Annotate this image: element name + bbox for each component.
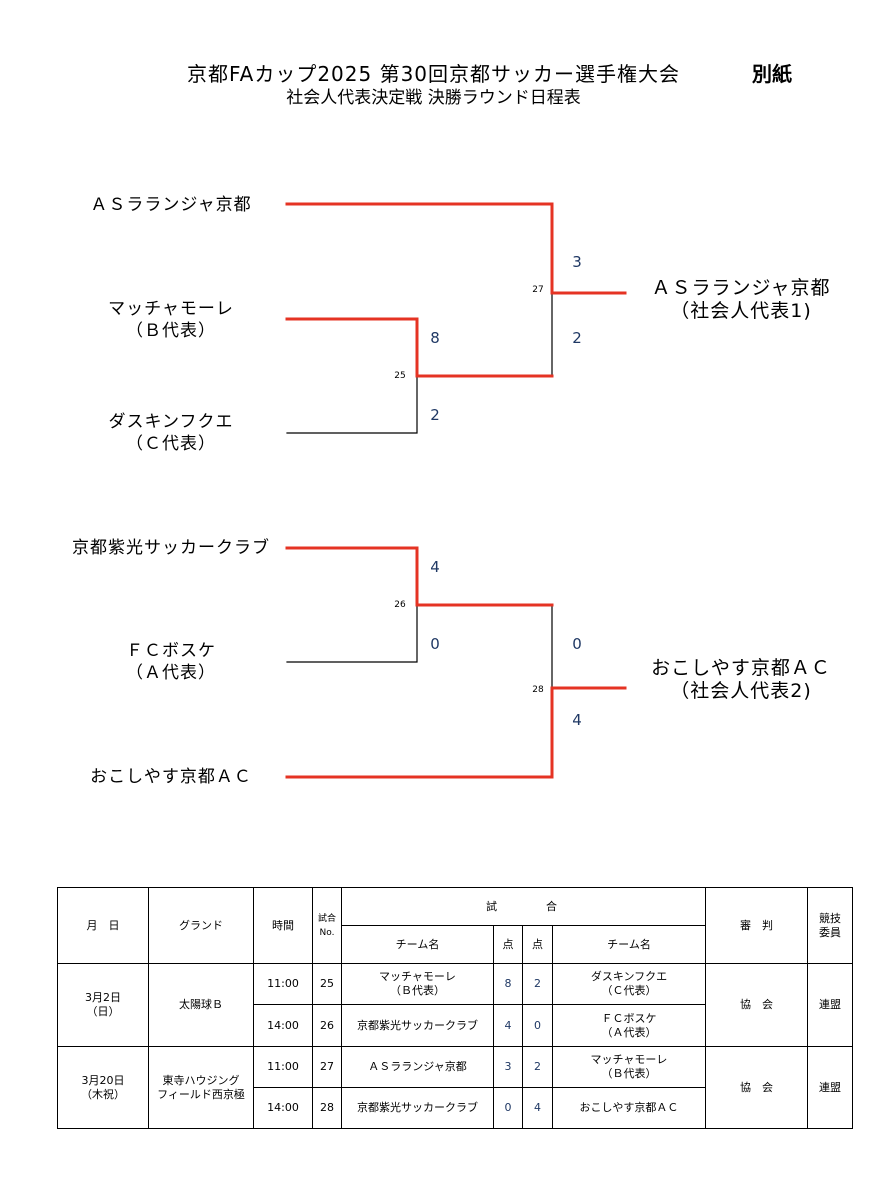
cell-referee: 協 会 [705,963,808,1047]
cell-time: 11:00 [253,1046,313,1088]
table-header-row: 月 日 グランド 時間 試合 No. 試 合 審 判 競技 委員 [57,887,853,964]
cell-time: 14:00 [253,1087,313,1129]
cell-committee: 連盟 [807,1046,853,1129]
cell-match-no: 27 [312,1046,342,1088]
header-time: 時間 [253,887,313,964]
header-committee: 競技 委員 [807,887,853,964]
bracket-team-2: マッチャモーレ （Ｂ代表） [41,298,301,342]
cell-match-no: 26 [312,1004,342,1047]
cell-match-no: 28 [312,1087,342,1129]
cell-away-team: おこしやす京都ＡＣ [552,1087,706,1129]
cell-away-team: マッチャモーレ （Ｂ代表） [552,1046,706,1088]
team-name: マッチャモーレ [108,299,234,319]
bracket-team-3: ダスキンフクエ （Ｃ代表） [41,411,301,455]
document-subtitle: 社会人代表決定戦 決勝ラウンド日程表 [286,88,581,108]
line-team-fc-bosuke [286,604,418,663]
bracket-team-5: ＦＣボスケ （Ａ代表） [41,640,301,684]
bracket-winner-1: ＡＳラランジャ京都 （社会人代表1) [631,277,851,323]
cell-ground: 東寺ハウジング フィールド西京極 [148,1046,254,1129]
bracket-winner-2: おこしやす京都ＡＣ （社会人代表2) [631,657,851,703]
team-name: ＡＳラランジャ京都 [90,195,252,215]
cell-time: 11:00 [253,963,313,1005]
table-row: 14:00 28 京都紫光サッカークラブ 0 4 おこしやす京都ＡＣ [58,1087,853,1129]
bracket-team-1: ＡＳラランジャ京都 [41,194,301,216]
cell-date: 3月20日 （木祝） [57,1046,149,1129]
cell-away-score: 2 [522,1046,553,1088]
header-match-no: 試合 No. [312,887,342,964]
cell-away-score: 4 [522,1087,553,1129]
winner-note: （社会人代表1) [670,300,812,322]
cell-home-score: 0 [493,1087,523,1129]
score-m25-bottom: 2 [430,406,440,424]
match-number-28: 28 [532,685,544,695]
cell-match-no: 25 [312,963,342,1005]
match-number-26: 26 [394,600,406,610]
team-name: ダスキンフクエ [108,412,234,432]
cell-home-team: マッチャモーレ （Ｂ代表） [341,963,494,1005]
header-referee: 審 判 [705,887,808,964]
header-team-away: チーム名 [552,925,706,964]
bracket-team-4: 京都紫光サッカークラブ [41,537,301,559]
schedule-table: 月 日 グランド 時間 試合 No. 試 合 審 判 競技 委員 チーム名 点 … [57,887,853,1129]
cell-ground: 太陽球Ｂ [148,963,254,1047]
cell-referee: 協 会 [705,1046,808,1129]
header-score-home: 点 [493,925,523,964]
cell-home-team: ＡＳラランジャ京都 [341,1046,494,1088]
team-note: （Ｂ代表） [126,321,216,341]
bracket-team-6: おこしやす京都ＡＣ [41,766,301,788]
header-date: 月 日 [57,887,149,964]
score-m26-top: 4 [430,558,440,576]
line-team-as-lalanja [285,202,627,295]
score-m26-bottom: 0 [430,635,440,653]
table-row: 3月20日 （木祝） 東寺ハウジング フィールド西京極 11:00 27 ＡＳラ… [57,1046,853,1129]
score-m28-bottom: 4 [572,711,582,729]
header-team-home: チーム名 [341,925,494,964]
line-team-dasukin [286,375,418,434]
winner-note: （社会人代表2) [670,680,812,702]
attachment-label: 別紙 [752,62,792,86]
team-note: （Ａ代表） [126,663,216,683]
match-number-27: 27 [532,285,544,295]
line-team-matchamore [285,317,554,378]
document-title: 京都FAカップ2025 第30回京都サッカー選手権大会 [186,62,681,86]
cell-away-team: ＦＣボスケ （Ａ代表） [552,1004,706,1047]
line-team-okoshiyasu [285,686,627,779]
line-team-kyoto-shiko [285,546,554,607]
score-m28-top: 0 [572,635,582,653]
header-score-away: 点 [522,925,553,964]
cell-home-score: 8 [493,963,523,1005]
table-row: 3月2日 （日） 太陽球Ｂ 11:00 25 マッチャモーレ （Ｂ代表） 8 2… [57,963,853,1047]
team-name: おこしやす京都ＡＣ [90,767,252,787]
header-ground: グランド [148,887,254,964]
team-name: ＦＣボスケ [126,641,216,661]
winner-name: ＡＳラランジャ京都 [651,277,831,299]
cell-away-score: 0 [522,1004,553,1047]
table-subheader-row: チーム名 点 点 チーム名 [58,925,853,964]
cell-home-score: 4 [493,1004,523,1047]
score-m25-top: 8 [430,329,440,347]
cell-committee: 連盟 [807,963,853,1047]
cell-home-score: 3 [493,1046,523,1088]
cell-away-score: 2 [522,963,553,1005]
cell-time: 14:00 [253,1004,313,1047]
score-m27-top: 3 [572,253,582,271]
cell-away-team: ダスキンフクエ （Ｃ代表） [552,963,706,1005]
team-name: 京都紫光サッカークラブ [72,538,270,558]
score-m27-bottom: 2 [572,329,582,347]
winner-name: おこしやす京都ＡＣ [651,657,831,679]
cell-home-team: 京都紫光サッカークラブ [341,1087,494,1129]
match-number-25: 25 [394,371,406,381]
cell-date: 3月2日 （日） [57,963,149,1047]
team-note: （Ｃ代表） [126,434,216,454]
header-match: 試 合 [341,887,706,926]
cell-home-team: 京都紫光サッカークラブ [341,1004,494,1047]
